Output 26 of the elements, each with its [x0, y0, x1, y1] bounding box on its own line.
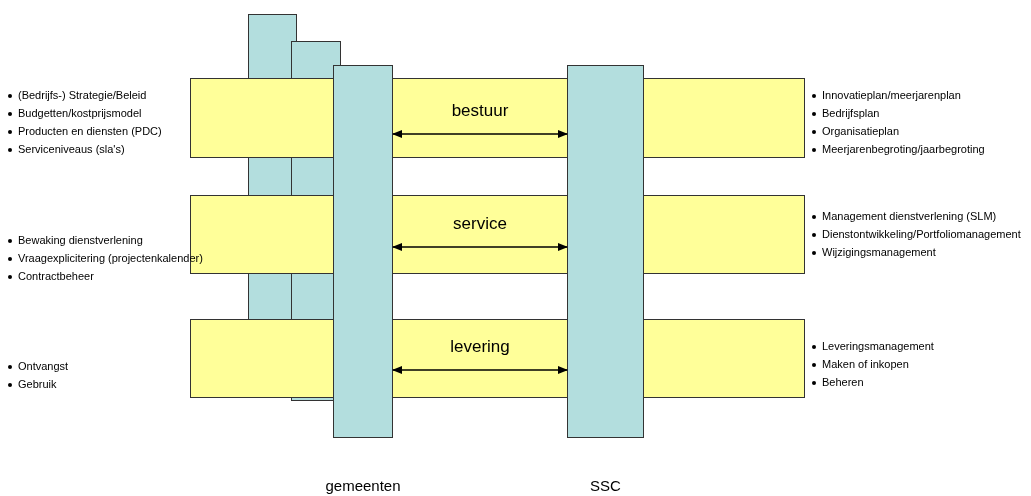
bullet-item: Ontvangst: [18, 360, 69, 372]
bullet-item: Organisatieplan: [822, 125, 900, 137]
double-arrow: [392, 243, 568, 251]
bullet-item: Wijzigingsmanagement: [822, 246, 936, 258]
bullet-item: Bewaking dienstverlening: [18, 234, 143, 246]
double-arrow: [392, 130, 568, 138]
bullet-item: Contractbeheer: [18, 270, 94, 282]
column-label: SSC: [590, 477, 621, 494]
edge-label: bestuur: [451, 101, 509, 120]
double-arrow: [392, 366, 568, 374]
edge-label: service: [453, 214, 507, 233]
bullet-item: Dienstontwikkeling/Portfoliomanagement: [822, 228, 1021, 240]
bullet-item: Bedrijfsplan: [822, 107, 880, 119]
bullet-item: Leveringsmanagement: [822, 340, 934, 352]
bullet-item: Beheren: [822, 376, 864, 388]
edge-label: levering: [450, 337, 510, 356]
bullet-item: Innovatieplan/meerjarenplan: [822, 89, 961, 101]
bullet-item: Maken of inkopen: [822, 358, 909, 370]
bullet-item: Serviceniveaus (sla's): [18, 143, 125, 155]
bullet-item: Producten en diensten (PDC): [18, 125, 162, 137]
column-label: gemeenten: [325, 477, 401, 494]
bullet-item: Management dienstverlening (SLM): [822, 210, 997, 222]
bullet-item: Budgetten/kostprijsmodel: [18, 107, 142, 119]
bullet-item: Gebruik: [18, 378, 57, 390]
bullet-item: (Bedrijfs-) Strategie/Beleid: [18, 89, 147, 101]
bullet-item: Meerjarenbegroting/jaarbegroting: [822, 143, 985, 155]
